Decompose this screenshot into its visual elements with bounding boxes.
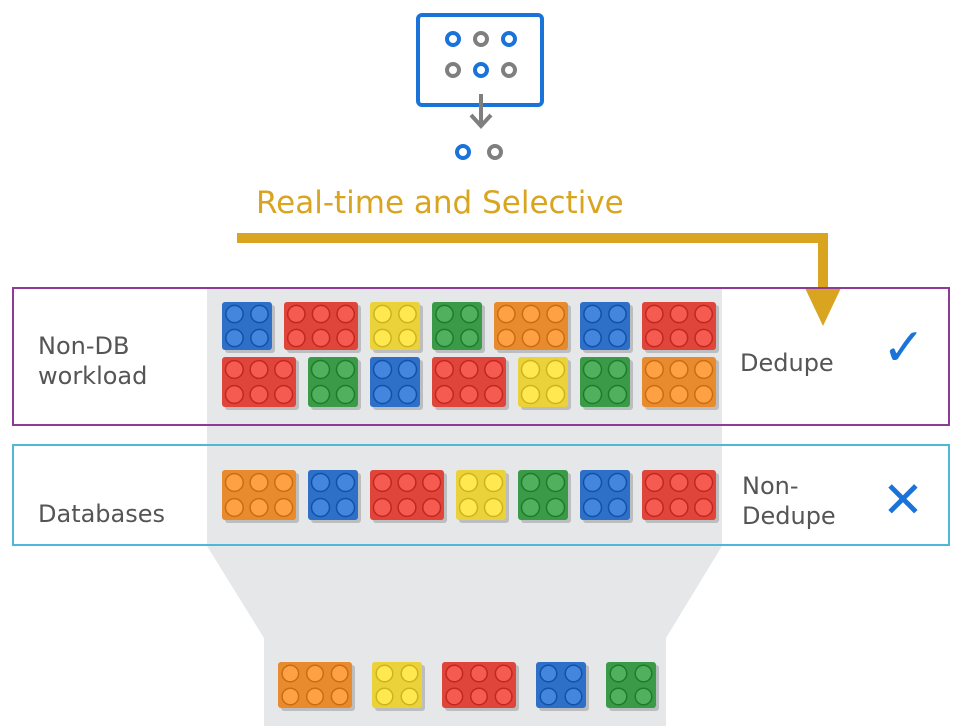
dedupe-matrix-icon <box>416 13 544 160</box>
red-brick <box>432 357 509 410</box>
green-brick <box>308 357 361 410</box>
red-brick <box>222 357 299 410</box>
red-brick <box>642 302 719 353</box>
orange-brick <box>278 662 355 711</box>
red-brick <box>442 662 519 711</box>
red-brick <box>284 302 361 353</box>
orange-brick <box>222 470 299 523</box>
yellow-brick <box>370 302 423 353</box>
blue-brick <box>308 470 361 523</box>
green-brick <box>518 470 571 523</box>
databases-label: Databases <box>38 500 166 528</box>
orange-brick <box>494 302 571 353</box>
blue-brick <box>536 662 589 711</box>
nondb-workload-label: Non-DB workload <box>38 332 148 390</box>
green-brick <box>606 662 659 711</box>
blue-brick <box>580 470 633 523</box>
yellow-brick <box>372 662 425 711</box>
databases-row <box>12 444 950 546</box>
orange-brick <box>642 357 719 410</box>
green-brick <box>432 302 485 353</box>
diagram-title: Real-time and Selective <box>256 185 624 221</box>
red-brick <box>642 470 719 523</box>
nondb-workload-row <box>12 287 950 426</box>
blue-brick <box>580 302 633 353</box>
blue-brick <box>370 357 423 410</box>
green-brick <box>580 357 633 410</box>
red-brick <box>370 470 447 523</box>
checkmark-icon: ✓ <box>882 318 926 378</box>
blue-brick <box>222 302 275 353</box>
dedupe-label: Dedupe <box>740 349 834 377</box>
non-dedupe-label: Non- Dedupe <box>742 472 836 530</box>
flow-arrow-icon <box>237 233 841 326</box>
yellow-brick <box>518 357 571 410</box>
cross-icon: ✕ <box>882 471 924 529</box>
yellow-brick <box>456 470 509 523</box>
